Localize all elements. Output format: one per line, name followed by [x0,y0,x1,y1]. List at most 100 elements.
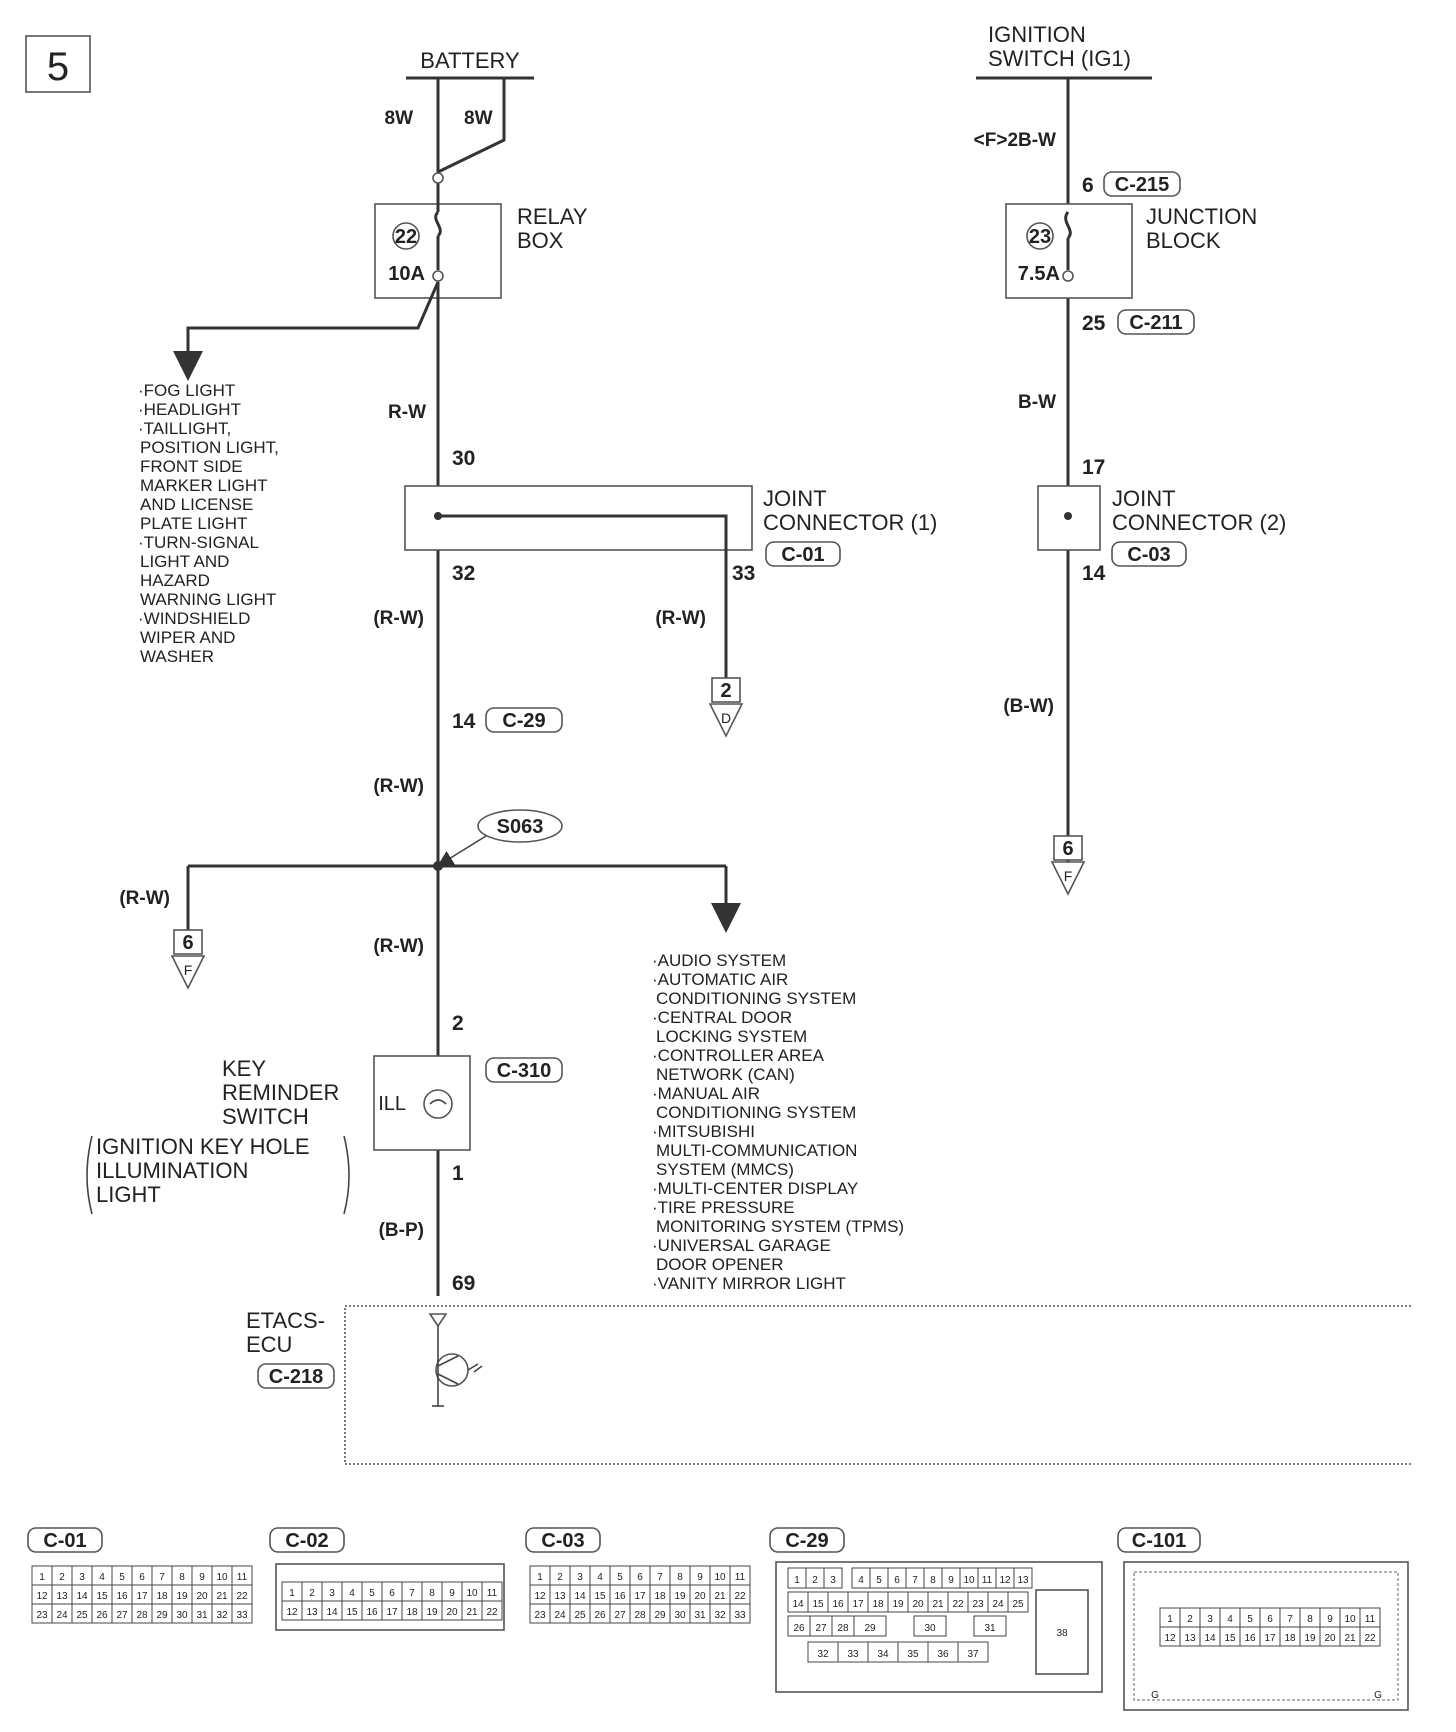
connector-pin-number: 1 [794,1575,800,1586]
ref-f6-right-arrow [1050,861,1086,896]
connector-pin-number: 20 [694,1591,706,1602]
connector-pin-number: 19 [674,1591,686,1602]
jc2-label-1: JOINT [1112,486,1176,511]
svg-text:WARNING LIGHT: WARNING LIGHT [140,590,276,609]
c29-pin-14: 14 [452,710,476,733]
relay-box-label-1: RELAY [517,204,588,229]
jc2-connector-id: C-03 [1127,544,1170,566]
connector-pin-number: 22 [236,1591,248,1602]
connector-pin-number: 10 [1344,1614,1356,1625]
jc1-connector-id: C-01 [781,544,824,566]
splice-s063-tag [477,809,563,843]
connector-pin-number: 33 [734,1610,746,1621]
etacs-ecu-box [344,1305,1456,1465]
connector-pin-number: 6 [139,1572,145,1583]
connector-cavity [1359,1626,1381,1647]
svg-text:MONITORING SYSTEM (TPMS): MONITORING SYSTEM (TPMS) [656,1217,904,1236]
connector-pin-number: 17 [1264,1633,1276,1644]
page-number-box [25,35,91,93]
illumination-bulb-icon [423,1089,453,1119]
page-number: 5 [47,45,69,89]
connector-pin-number: 12 [36,1591,48,1602]
jc1-pin-33: 33 [732,562,755,585]
key-switch-pin-2: 2 [452,1012,464,1035]
connector-pin-number: 9 [697,1572,703,1583]
svg-text:DOOR OPENER: DOOR OPENER [656,1255,784,1274]
connector-pin-number: 14 [574,1591,586,1602]
connector-pin-number: 24 [554,1610,566,1621]
c29-big-terminal [1035,1589,1089,1675]
connector-cavity [1013,1567,1033,1589]
connector-pin-number: 8 [1307,1614,1313,1625]
svg-text:WIPER AND: WIPER AND [140,628,235,647]
c01-view-tag [27,1527,103,1553]
connector-pin-number: 12 [534,1591,546,1602]
ignition-label-2: SWITCH (IG1) [988,46,1131,71]
svg-text:AND LICENSE: AND LICENSE [140,495,253,514]
connector-pin-number: 25 [76,1610,88,1621]
wire-rw-paren-2: (R-W) [655,608,706,629]
connector-pin-number: 29 [654,1610,666,1621]
connector-pin-number: 23 [534,1610,546,1621]
key-switch-label-3: SWITCH [222,1104,309,1129]
connector-pin-number: 10 [714,1572,726,1583]
connector-pin-number: 16 [366,1607,378,1618]
connector-pin-number: 30 [176,1610,188,1621]
connector-pin-number: 3 [1207,1614,1213,1625]
battery-wire-1: 8W [385,108,414,129]
wire-color-bw: B-W [1018,392,1056,413]
svg-text:SYSTEM (MMCS): SYSTEM (MMCS) [656,1160,794,1179]
c02-view-tag [269,1527,345,1553]
connector-pin-number: 26 [793,1623,805,1634]
relay-fuse-rating: 10A [388,263,425,285]
connector-pin-number: 34 [877,1649,889,1660]
connector-pin-number: 7 [409,1588,415,1599]
ref-f6-right-num: 6 [1062,838,1073,860]
ref-f6-left-num: 6 [182,932,193,954]
ignition-feed-wire: <F>2B-W [974,130,1056,151]
svg-text:·MANUAL AIR: ·MANUAL AIR [652,1084,760,1103]
key-switch-sub-1: IGNITION KEY HOLE [96,1134,310,1159]
svg-text:POSITION LIGHT,: POSITION LIGHT, [140,438,279,457]
svg-text:·TAILLIGHT,: ·TAILLIGHT, [138,419,231,438]
connector-pin-number: 13 [1017,1575,1029,1586]
wire-rw-paren-4: (R-W) [119,888,170,909]
ref-f6-left-letter: F [184,962,193,978]
jc1-connector-tag [765,541,841,567]
svg-text:MULTI-COMMUNICATION: MULTI-COMMUNICATION [656,1141,857,1160]
connector-pin-number: 23 [36,1610,48,1621]
jc1-label-1: JOINT [763,486,827,511]
svg-text:LIGHT AND: LIGHT AND [140,552,229,571]
connector-pin-number: 16 [614,1591,626,1602]
fuse-7-5a-symbol [1064,211,1072,270]
connector-pin-number: 33 [847,1649,859,1660]
connector-pin-number: 2 [812,1575,818,1586]
connector-pin-number: 29 [156,1610,168,1621]
connector-pin-number: 14 [1204,1633,1216,1644]
c29-view-label: C-29 [785,1530,828,1552]
connector-pin-number: 7 [159,1572,165,1583]
connector-pin-number: 29 [864,1623,876,1634]
connector-pin-number: 4 [597,1572,603,1583]
svg-text:·CONTROLLER AREA: ·CONTROLLER AREA [652,1046,825,1065]
jc2-pin-14: 14 [1082,562,1106,585]
c101-view-tag [1117,1527,1201,1553]
connector-pin-number: 30 [674,1610,686,1621]
connector-pin-number: 14 [326,1607,338,1618]
wire-rw-paren-1: (R-W) [373,608,424,629]
svg-text:MARKER LIGHT: MARKER LIGHT [140,476,268,495]
connector-pin-number: 13 [56,1591,68,1602]
connector-pin-number: 8 [179,1572,185,1583]
c29-pin-38: 38 [1056,1628,1068,1639]
connector-pin-number: 5 [876,1575,882,1586]
key-switch-label-2: REMINDER [222,1080,339,1105]
connector-pin-number: 28 [136,1610,148,1621]
splice-s063-label: S063 [497,816,544,838]
ref-f6-right-box [1053,835,1083,861]
connector-pin-number: 22 [486,1607,498,1618]
connector-pin-number: 6 [637,1572,643,1583]
connector-cavity [481,1600,503,1621]
c02-view-label: C-02 [285,1530,328,1552]
ref-f6-right-letter: F [1064,868,1073,884]
